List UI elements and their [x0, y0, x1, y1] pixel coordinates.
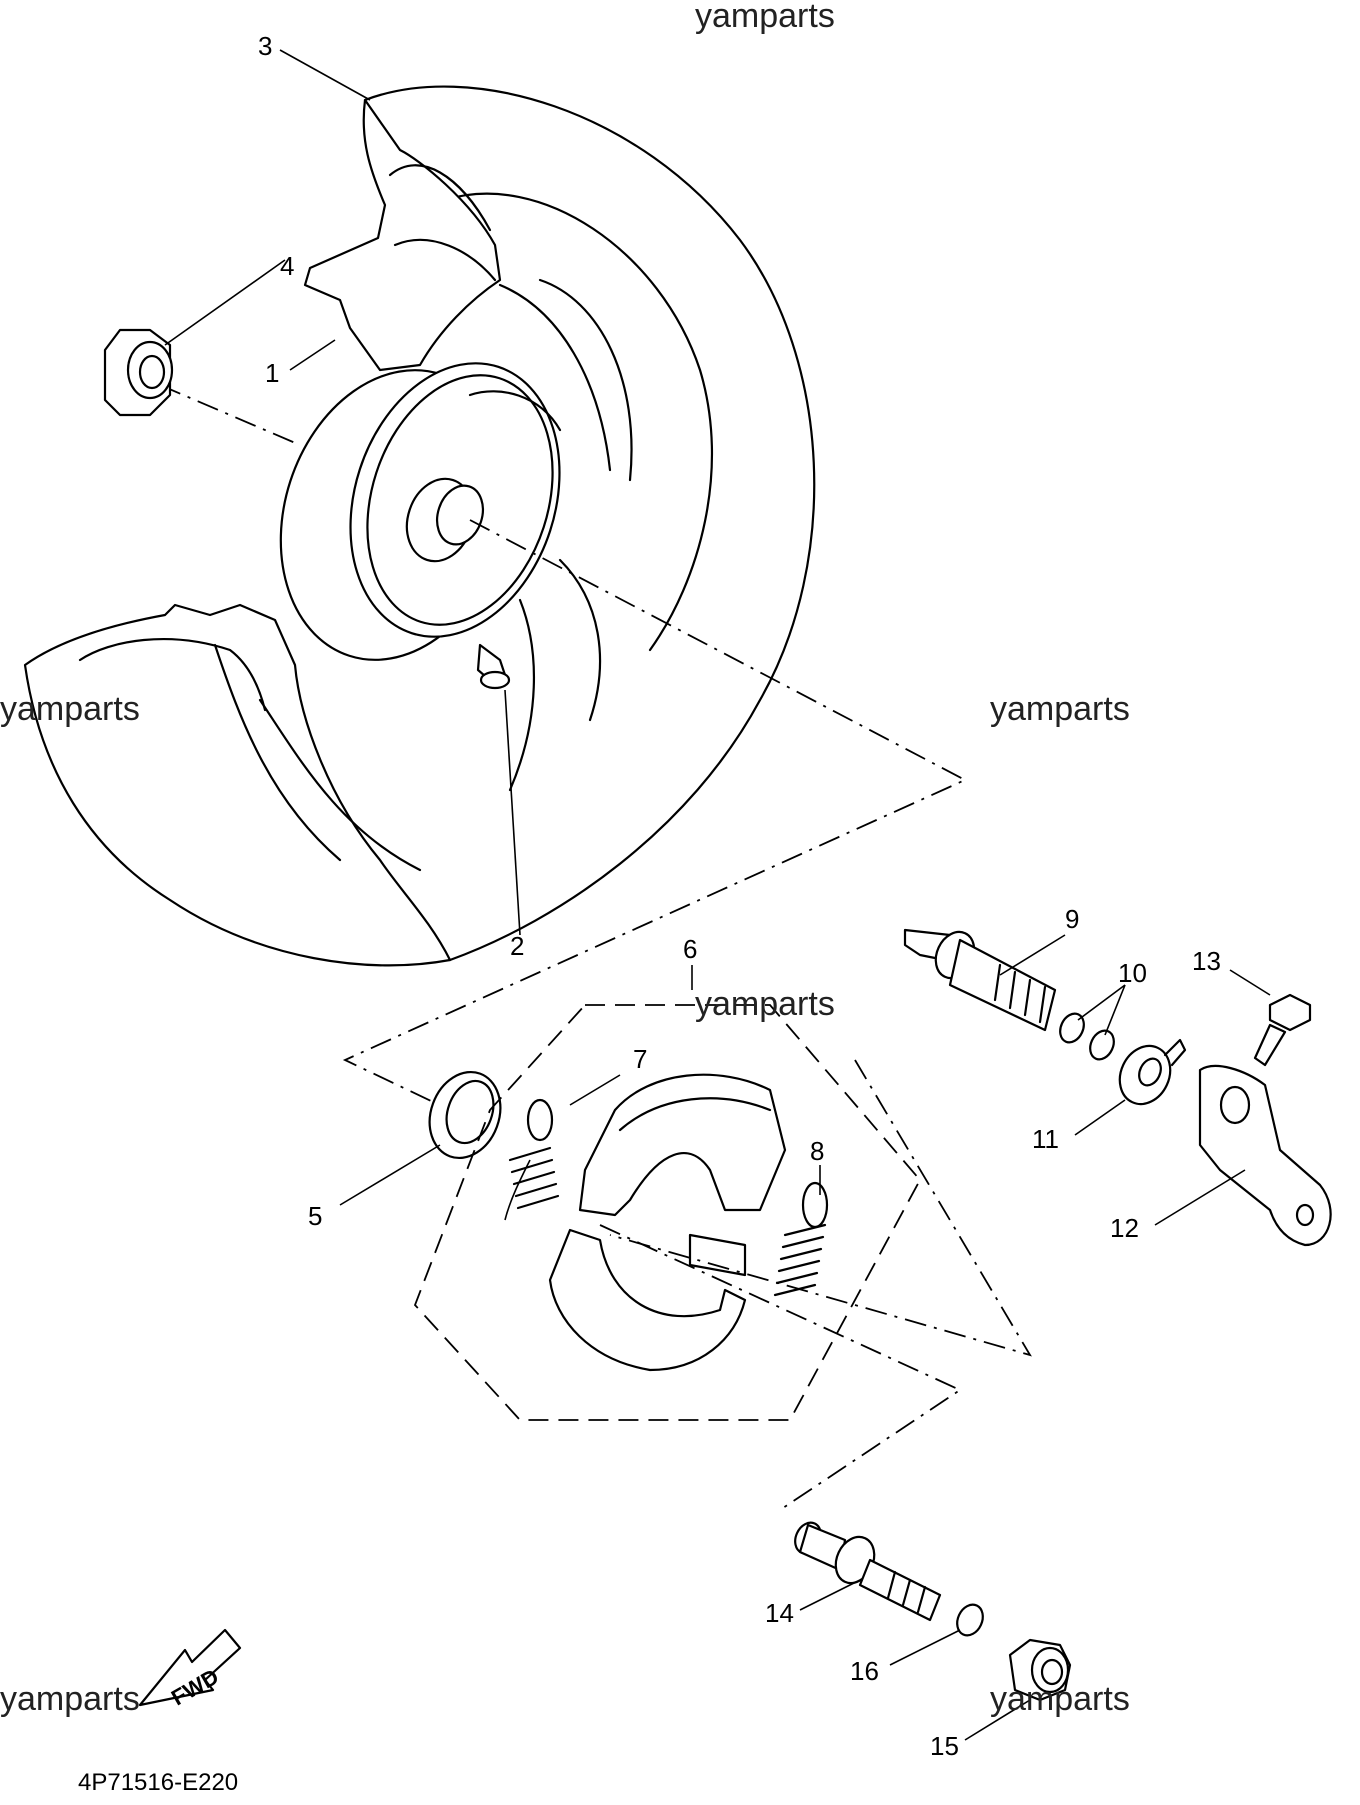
- callout-4: 4: [280, 251, 294, 281]
- part-15-nut: [1008, 1638, 1072, 1702]
- callout-2: 2: [510, 931, 524, 961]
- watermark-center: yamparts: [695, 985, 835, 1023]
- part-4-nut: [103, 328, 174, 417]
- callout-12: 12: [1110, 1213, 1139, 1243]
- callout-9: 9: [1065, 904, 1079, 934]
- callout-16: 16: [850, 1656, 879, 1686]
- part-13-bolt: [1253, 993, 1312, 1067]
- wheel-tire-assembly: [23, 85, 816, 967]
- part-10-o-rings: [1059, 1012, 1115, 1061]
- part-12-camshaft-lever: [1198, 1065, 1332, 1247]
- part-8-spring: [773, 1181, 829, 1297]
- part-5-oil-seal: [428, 1070, 502, 1160]
- nut-centerline: [159, 384, 301, 446]
- fwd-arrow-icon: FWD: [138, 1628, 242, 1710]
- callout-numbers: 1 2 3 4 5 6 7 8 9 10 11 12 13 14 15 16: [258, 31, 1221, 1761]
- leader-lines: [164, 49, 1271, 1741]
- part-6-kit-outline: [413, 1004, 922, 1421]
- callout-5: 5: [308, 1201, 322, 1231]
- watermark-bottom-left: yamparts: [0, 1680, 140, 1718]
- callout-1: 1: [265, 358, 279, 388]
- watermark-right: yamparts: [990, 690, 1130, 728]
- callout-15: 15: [930, 1731, 959, 1761]
- camshaft-centerline: [609, 1059, 1032, 1357]
- diagram-code: 4P71516-E220: [78, 1769, 238, 1796]
- watermarks: yamparts yamparts yamparts yamparts yamp…: [0, 0, 1130, 1718]
- watermark-bottom-right: yamparts: [990, 1680, 1130, 1718]
- part-16-washer: [956, 1603, 984, 1637]
- part-7-spring: [504, 1098, 560, 1221]
- callout-8: 8: [810, 1136, 824, 1166]
- watermark-left: yamparts: [0, 690, 140, 728]
- part-11-indicator-plate: [1118, 1038, 1187, 1106]
- callout-11: 11: [1032, 1124, 1059, 1154]
- callout-10: 10: [1118, 958, 1147, 988]
- callout-6: 6: [683, 934, 697, 964]
- part-9-camshaft: [903, 928, 1057, 1032]
- part-14-pivot-pin: [794, 1521, 942, 1622]
- callout-14: 14: [765, 1598, 794, 1628]
- watermark-top: yamparts: [695, 0, 835, 35]
- callout-13: 13: [1192, 946, 1221, 976]
- pivot-centerline: [599, 1224, 962, 1511]
- brake-shoes: [548, 1073, 787, 1372]
- callout-7: 7: [633, 1044, 647, 1074]
- callout-3: 3: [258, 31, 272, 61]
